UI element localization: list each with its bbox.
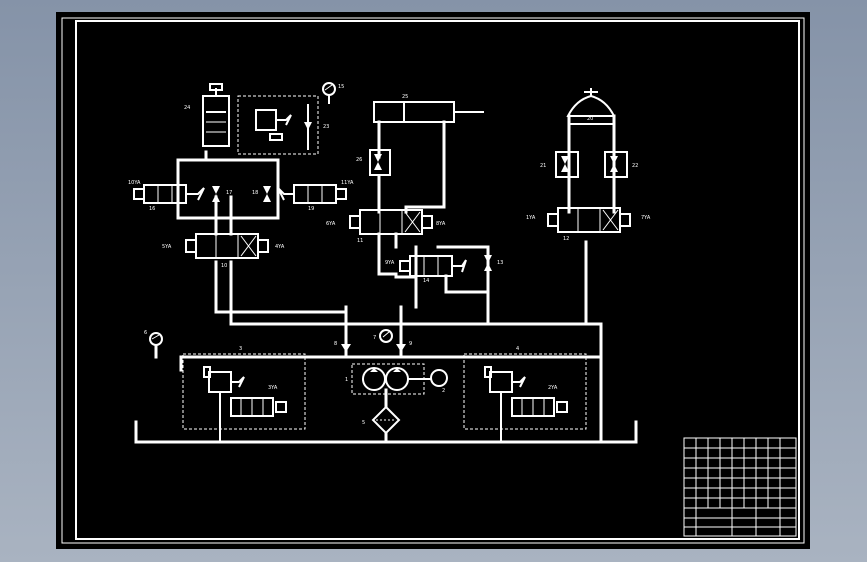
label-20: 20 [587,116,593,122]
label-22: 22 [632,163,638,169]
middle-circuit-lines [377,120,446,214]
label-10: 10 [221,263,227,269]
label-12: 12 [563,236,569,242]
label-5ya: 5YA [162,244,172,250]
hydraulic-schematic: 6 8 9 7 1 2 5 [61,17,805,544]
label-3: 3 [239,346,242,352]
label-19: 19 [308,206,314,212]
label-11ya: 11YA [341,180,354,186]
relief-valve-4: 4 2YA [463,346,587,442]
label-16: 16 [149,206,155,212]
title-block [683,437,797,537]
directional-valve-19: 19 11YA [277,180,354,212]
label-7: 7 [373,335,376,341]
label-11: 11 [357,238,363,244]
directional-valve-12: 12 1YA 7YA [526,207,651,242]
label-13: 13 [497,260,503,266]
pressure-gauge-7: 7 [373,329,393,343]
return-manifold [214,240,603,359]
label-14: 14 [423,278,429,284]
pressure-gauge-6: 6 [144,330,163,346]
label-15: 15 [338,84,344,90]
hydraulic-lock-26: 26 [356,149,391,176]
directional-valve-16: 16 10YA [128,180,205,212]
label-24: 24 [184,105,190,111]
check-valve-8: 8 [334,341,351,352]
label-8: 8 [334,341,337,347]
label-4ya: 4YA [275,244,285,250]
inner-border [75,20,800,540]
label-17: 17 [226,190,232,196]
hydraulic-lock-22: 22 [604,151,638,178]
throttle-17: 17 [212,186,232,202]
directional-valve-14: 14 9YA [377,245,490,309]
pressure-gauge-15: 15 [322,82,344,104]
valve-group-23: 23 [237,95,329,155]
directional-valve-10: 10 5YA 4YA [162,195,285,269]
outer-border [61,17,805,544]
label-7ya: 7YA [641,215,651,221]
throttle-13: 13 [484,255,503,271]
label-3ya: 3YA [268,385,278,391]
filter-5: 5 [362,388,401,444]
pressure-manifold [154,344,603,444]
hydraulic-lock-21: 21 [540,151,579,178]
label-10ya: 10YA [128,180,141,186]
label-25: 25 [402,94,408,100]
relief-valve-3: 3 3YA [182,346,306,442]
drawing-sheet: 6 8 9 7 1 2 5 [56,12,810,549]
cylinder-24: 24 [184,83,230,147]
label-21: 21 [540,163,546,169]
label-18: 18 [252,190,258,196]
label-2: 2 [442,388,445,394]
label-9ya: 9YA [385,260,395,266]
directional-valve-11: 11 6YA 8YA [326,209,446,276]
label-9: 9 [409,341,412,347]
label-6: 6 [144,330,147,336]
throttle-18: 18 [252,186,271,202]
electric-motor [430,369,448,387]
check-valve-9: 9 [396,341,412,352]
accumulator-top [566,88,616,117]
label-2ya: 2YA [548,385,558,391]
pump-unit: 1 2 [345,363,448,395]
label-1: 1 [345,377,348,383]
label-4: 4 [516,346,519,352]
label-26: 26 [356,157,362,163]
left-circuit-lines [176,150,280,220]
label-1ya: 1YA [526,215,536,221]
right-circuit-lines [567,114,616,214]
label-5: 5 [362,420,365,426]
label-23: 23 [323,124,329,130]
cylinder-25: 25 [373,94,484,123]
label-6ya: 6YA [326,221,336,227]
label-8ya: 8YA [436,221,446,227]
